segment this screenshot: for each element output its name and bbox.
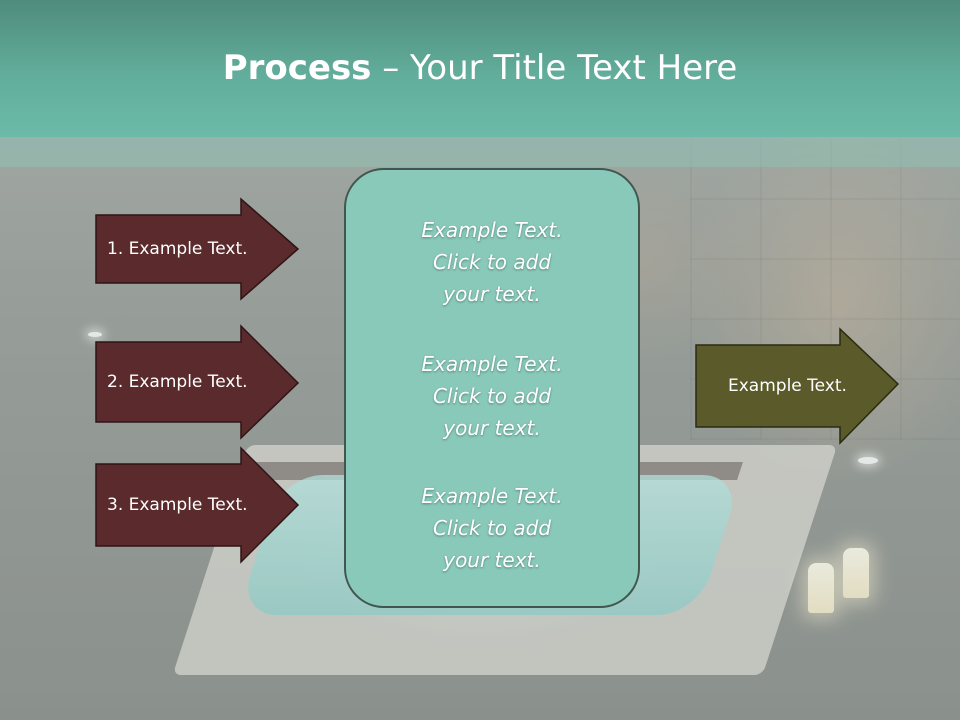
title-rest: – Your Title Text Here (371, 48, 738, 88)
center-text-box[interactable]: Example Text. Click to add your text. Ex… (344, 168, 640, 608)
arrow-shape (695, 327, 900, 445)
candle (808, 563, 834, 613)
arrow-shape (95, 446, 300, 564)
process-arrow-label: 3. Example Text. (107, 495, 248, 515)
center-paragraph-3: Example Text. Click to add your text. (421, 484, 563, 572)
process-arrow-1[interactable]: 1. Example Text. (95, 197, 300, 301)
arrow-shape (95, 324, 300, 440)
process-arrow-2[interactable]: 2. Example Text. (95, 324, 300, 440)
slide-title[interactable]: Process – Your Title Text Here (0, 48, 960, 88)
process-arrow-label: 2. Example Text. (107, 372, 248, 392)
process-arrow-label: 1. Example Text. (107, 239, 248, 259)
arrow-shape (95, 197, 300, 301)
title-band (0, 0, 960, 137)
ceiling-light (88, 332, 102, 337)
result-arrow[interactable]: Example Text. (695, 327, 900, 445)
process-arrow-3[interactable]: 3. Example Text. (95, 446, 300, 564)
title-strip (0, 137, 960, 167)
ceiling-light (858, 457, 878, 464)
result-arrow-label: Example Text. (728, 376, 847, 396)
candle (843, 548, 869, 598)
center-paragraph-2: Example Text. Click to add your text. (421, 352, 563, 440)
center-paragraph-1: Example Text. Click to add your text. (421, 218, 563, 306)
title-bold: Process (222, 48, 372, 88)
